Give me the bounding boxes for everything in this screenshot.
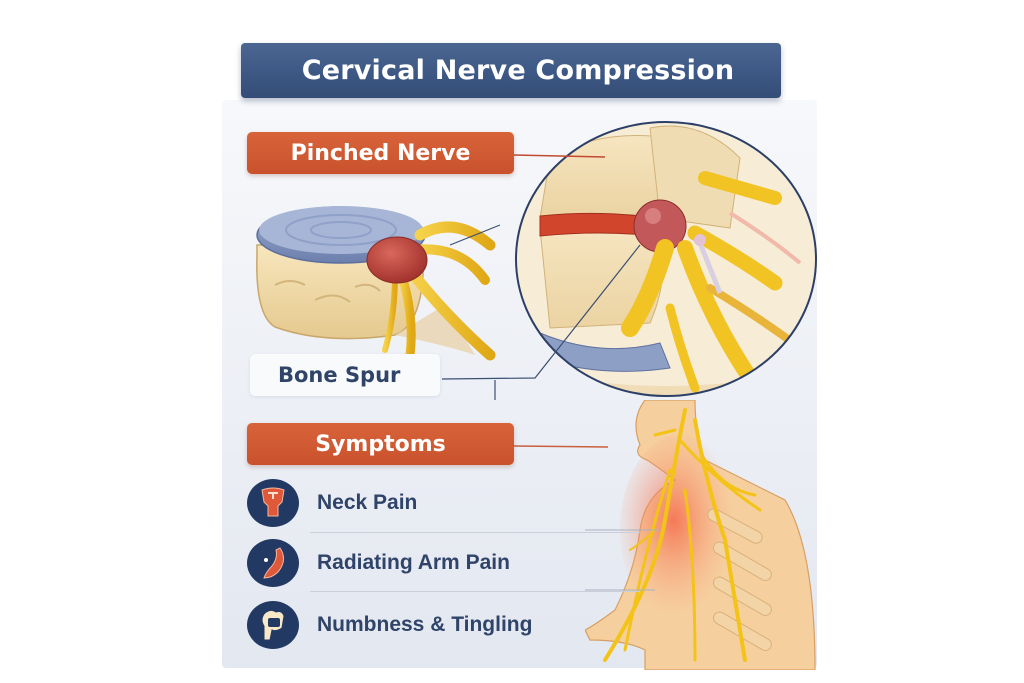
- pinched-nerve-label: Pinched Nerve: [247, 132, 514, 174]
- arm-pain-icon: [247, 539, 299, 587]
- page-title: Cervical Nerve Compression: [241, 43, 781, 98]
- symptoms-heading: Symptoms: [247, 423, 514, 465]
- bone-spur-label: Bone Spur: [250, 354, 440, 396]
- symptom-item-arm-pain: Radiating Arm Pain: [247, 538, 627, 588]
- symptom-item-numbness: Numbness & Tingling: [247, 600, 627, 650]
- symptom-label: Neck Pain: [317, 491, 418, 514]
- symptom-label: Radiating Arm Pain: [317, 551, 510, 574]
- neck-pain-icon: [247, 479, 299, 527]
- hand-numbness-icon: [247, 601, 299, 649]
- symptom-item-neck-pain: Neck Pain: [247, 478, 627, 528]
- neck-shoulder-nerves-illustration: [585, 400, 816, 670]
- divider: [310, 532, 640, 533]
- magnified-spine-illustration: [515, 121, 817, 397]
- divider: [310, 591, 640, 592]
- vertebra-disc-illustration: [256, 206, 501, 361]
- symptom-label: Numbness & Tingling: [317, 613, 533, 636]
